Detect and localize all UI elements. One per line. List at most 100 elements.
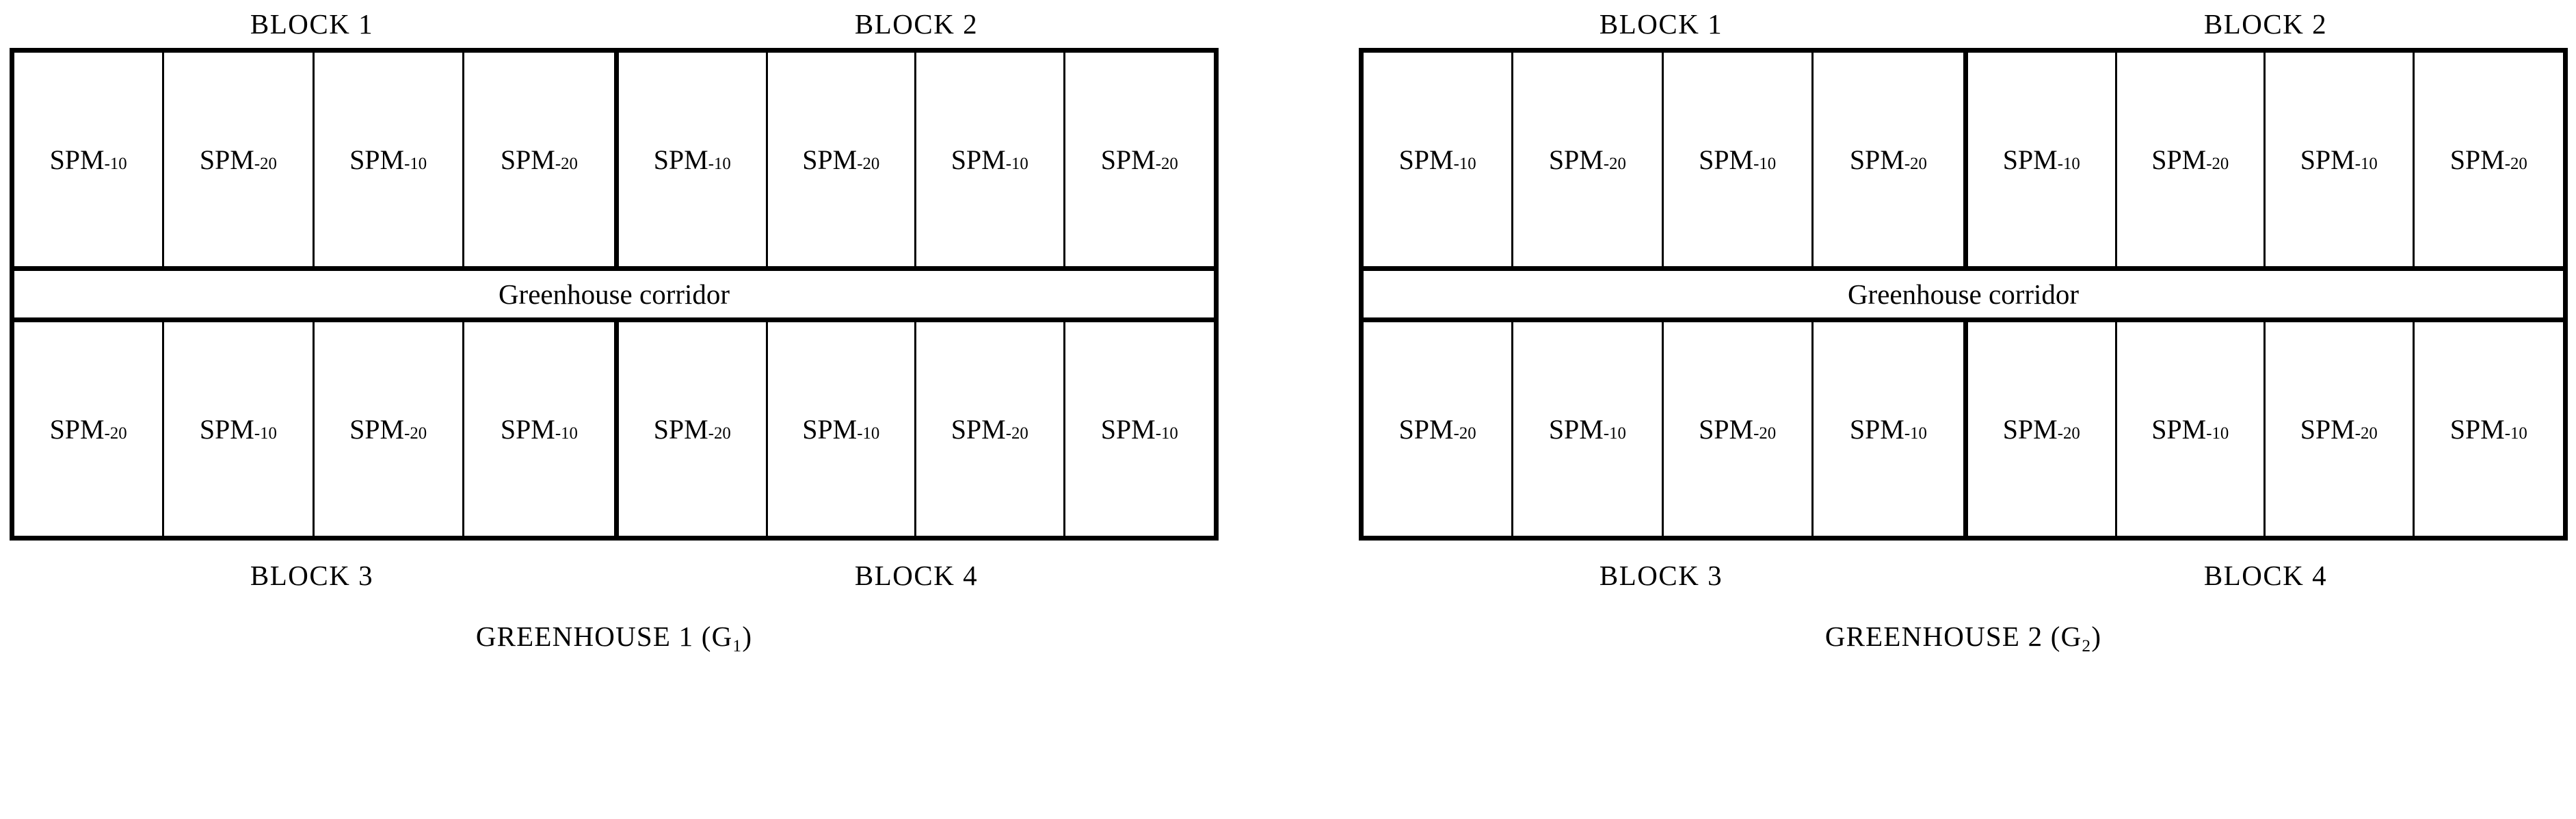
plot-label: SPM (1699, 413, 1754, 445)
plot-cell[interactable]: SPM-20 (14, 322, 165, 536)
plot-cell[interactable]: SPM-20 (1364, 322, 1514, 536)
plot-cell[interactable]: SPM-20 (2266, 322, 2415, 536)
plot-label: SPM (802, 413, 858, 445)
plot-label: SPM (1548, 144, 1604, 175)
plot-cell[interactable]: SPM-20 (1065, 53, 1214, 266)
plot-label: SPM (49, 144, 105, 175)
greenhouse-caption-main: GREENHOUSE 1 (G (475, 621, 733, 652)
plot-cell[interactable]: SPM-20 (1814, 53, 1963, 266)
plot-label-subscript: -20 (254, 155, 277, 174)
plot-label: SPM (2002, 144, 2058, 175)
plot-label: SPM (2300, 144, 2355, 175)
plot-cell[interactable]: SPM-20 (768, 53, 916, 266)
plot-label-subscript: -10 (2504, 424, 2527, 443)
plot-label-subscript: -10 (1753, 155, 1777, 174)
plot-cell[interactable]: SPM-10 (14, 53, 165, 266)
top-plot-row: SPM-10 SPM-20 SPM-10 SPM-20 SPM-10 SPM-2… (14, 53, 1214, 266)
bottom-plot-row: SPM-20 SPM-10 SPM-20 SPM-10 SPM-20 SPM-1… (1364, 322, 2563, 536)
plot-cell[interactable]: SPM-20 (619, 322, 768, 536)
plot-label-subscript: -20 (555, 155, 578, 174)
plot-cell[interactable]: SPM-10 (1968, 53, 2117, 266)
greenhouse-caption-subscript: 1 (732, 636, 743, 655)
plot-cell[interactable]: SPM-10 (1664, 53, 1814, 266)
plot-cell[interactable]: SPM-10 (1814, 322, 1963, 536)
bottom-block-label-row: BLOCK 3 BLOCK 4 (1359, 551, 2568, 590)
plot-label-subscript: -20 (404, 424, 427, 443)
plot-cell[interactable]: SPM-20 (315, 322, 464, 536)
plot-label-subscript: -10 (1453, 155, 1476, 174)
plot-cell[interactable]: SPM-20 (1513, 53, 1664, 266)
plot-cell[interactable]: SPM-20 (916, 322, 1065, 536)
plot-label-subscript: -10 (1603, 424, 1626, 443)
plot-label-subscript: -10 (104, 155, 127, 174)
plot-label: SPM (2002, 413, 2058, 445)
plot-cell[interactable]: SPM-20 (1664, 322, 1814, 536)
corridor-label: Greenhouse corridor (1847, 278, 2080, 310)
plot-label: SPM (199, 413, 254, 445)
greenhouse-caption-subscript: 2 (2082, 636, 2092, 655)
block-label-block-1: BLOCK 1 (1599, 8, 1723, 40)
plot-cell[interactable]: SPM-10 (916, 53, 1065, 266)
plot-cell[interactable]: SPM-10 (2415, 322, 2564, 536)
bottom-block-label-row: BLOCK 3 BLOCK 4 (10, 551, 1219, 590)
plot-label-subscript: -20 (1904, 155, 1927, 174)
block-2: SPM-10 SPM-20 SPM-10 SPM-20 (1963, 53, 2563, 266)
greenhouse-1-frame: SPM-10 SPM-20 SPM-10 SPM-20 SPM-10 SPM-2… (10, 48, 1219, 541)
plot-cell[interactable]: SPM-10 (315, 53, 464, 266)
greenhouse-caption-close: ) (742, 621, 753, 652)
greenhouse-corridor: Greenhouse corridor (14, 266, 1214, 322)
block-label-block-2: BLOCK 2 (854, 8, 979, 40)
plot-label: SPM (653, 413, 708, 445)
greenhouse-caption-main: GREENHOUSE 2 (G (1824, 621, 2082, 652)
plot-label-subscript: -20 (1753, 424, 1777, 443)
plot-label: SPM (1398, 144, 1454, 175)
plot-label: SPM (2449, 413, 2505, 445)
plot-cell[interactable]: SPM-10 (164, 322, 315, 536)
plot-cell[interactable]: SPM-20 (2415, 53, 2564, 266)
plot-cell[interactable]: SPM-10 (464, 322, 614, 536)
block-3: SPM-20 SPM-10 SPM-20 SPM-10 (14, 322, 614, 536)
plot-label: SPM (500, 413, 555, 445)
plot-cell[interactable]: SPM-20 (464, 53, 614, 266)
plot-label: SPM (1548, 413, 1604, 445)
top-block-label-row: BLOCK 1 BLOCK 2 (10, 0, 1219, 38)
block-label-block-2: BLOCK 2 (2203, 8, 2328, 40)
plot-cell[interactable]: SPM-10 (619, 53, 768, 266)
greenhouse-caption-close: ) (2091, 621, 2102, 652)
plot-cell[interactable]: SPM-10 (1513, 322, 1664, 536)
plot-label-subscript: -10 (1005, 155, 1028, 174)
greenhouse-2-frame: SPM-10 SPM-20 SPM-10 SPM-20 SPM-10 SPM-2… (1359, 48, 2568, 541)
plot-label: SPM (199, 144, 254, 175)
plot-label: SPM (1100, 413, 1156, 445)
plot-label: SPM (2151, 413, 2207, 445)
greenhouse-corridor: Greenhouse corridor (1364, 266, 2563, 322)
plot-cell[interactable]: SPM-10 (768, 322, 916, 536)
corridor-label: Greenhouse corridor (498, 278, 730, 310)
plot-label: SPM (2449, 144, 2505, 175)
plot-cell[interactable]: SPM-10 (1065, 322, 1214, 536)
plot-label-subscript: -20 (1603, 155, 1626, 174)
plot-label-subscript: -10 (404, 155, 427, 174)
greenhouse-1-caption: GREENHOUSE 1 (G1) (10, 620, 1219, 655)
plot-cell[interactable]: SPM-10 (1364, 53, 1514, 266)
block-1: SPM-10 SPM-20 SPM-10 SPM-20 (1364, 53, 1963, 266)
plot-label: SPM (500, 144, 555, 175)
block-1: SPM-10 SPM-20 SPM-10 SPM-20 (14, 53, 614, 266)
plot-label: SPM (802, 144, 858, 175)
plot-label: SPM (49, 413, 105, 445)
plot-label-subscript: -20 (2206, 155, 2229, 174)
plot-cell[interactable]: SPM-10 (2117, 322, 2266, 536)
plot-cell[interactable]: SPM-20 (164, 53, 315, 266)
plot-label: SPM (1849, 413, 1904, 445)
plot-cell[interactable]: SPM-20 (2117, 53, 2266, 266)
plot-label: SPM (1398, 413, 1454, 445)
plot-cell[interactable]: SPM-20 (1968, 322, 2117, 536)
plot-label: SPM (2151, 144, 2207, 175)
plot-label-subscript: -10 (555, 424, 578, 443)
greenhouse-2-caption: GREENHOUSE 2 (G2) (1359, 620, 2568, 655)
plot-label: SPM (1699, 144, 1754, 175)
plot-label-subscript: -20 (1155, 155, 1178, 174)
plot-cell[interactable]: SPM-10 (2266, 53, 2415, 266)
plot-label-subscript: -20 (1453, 424, 1476, 443)
